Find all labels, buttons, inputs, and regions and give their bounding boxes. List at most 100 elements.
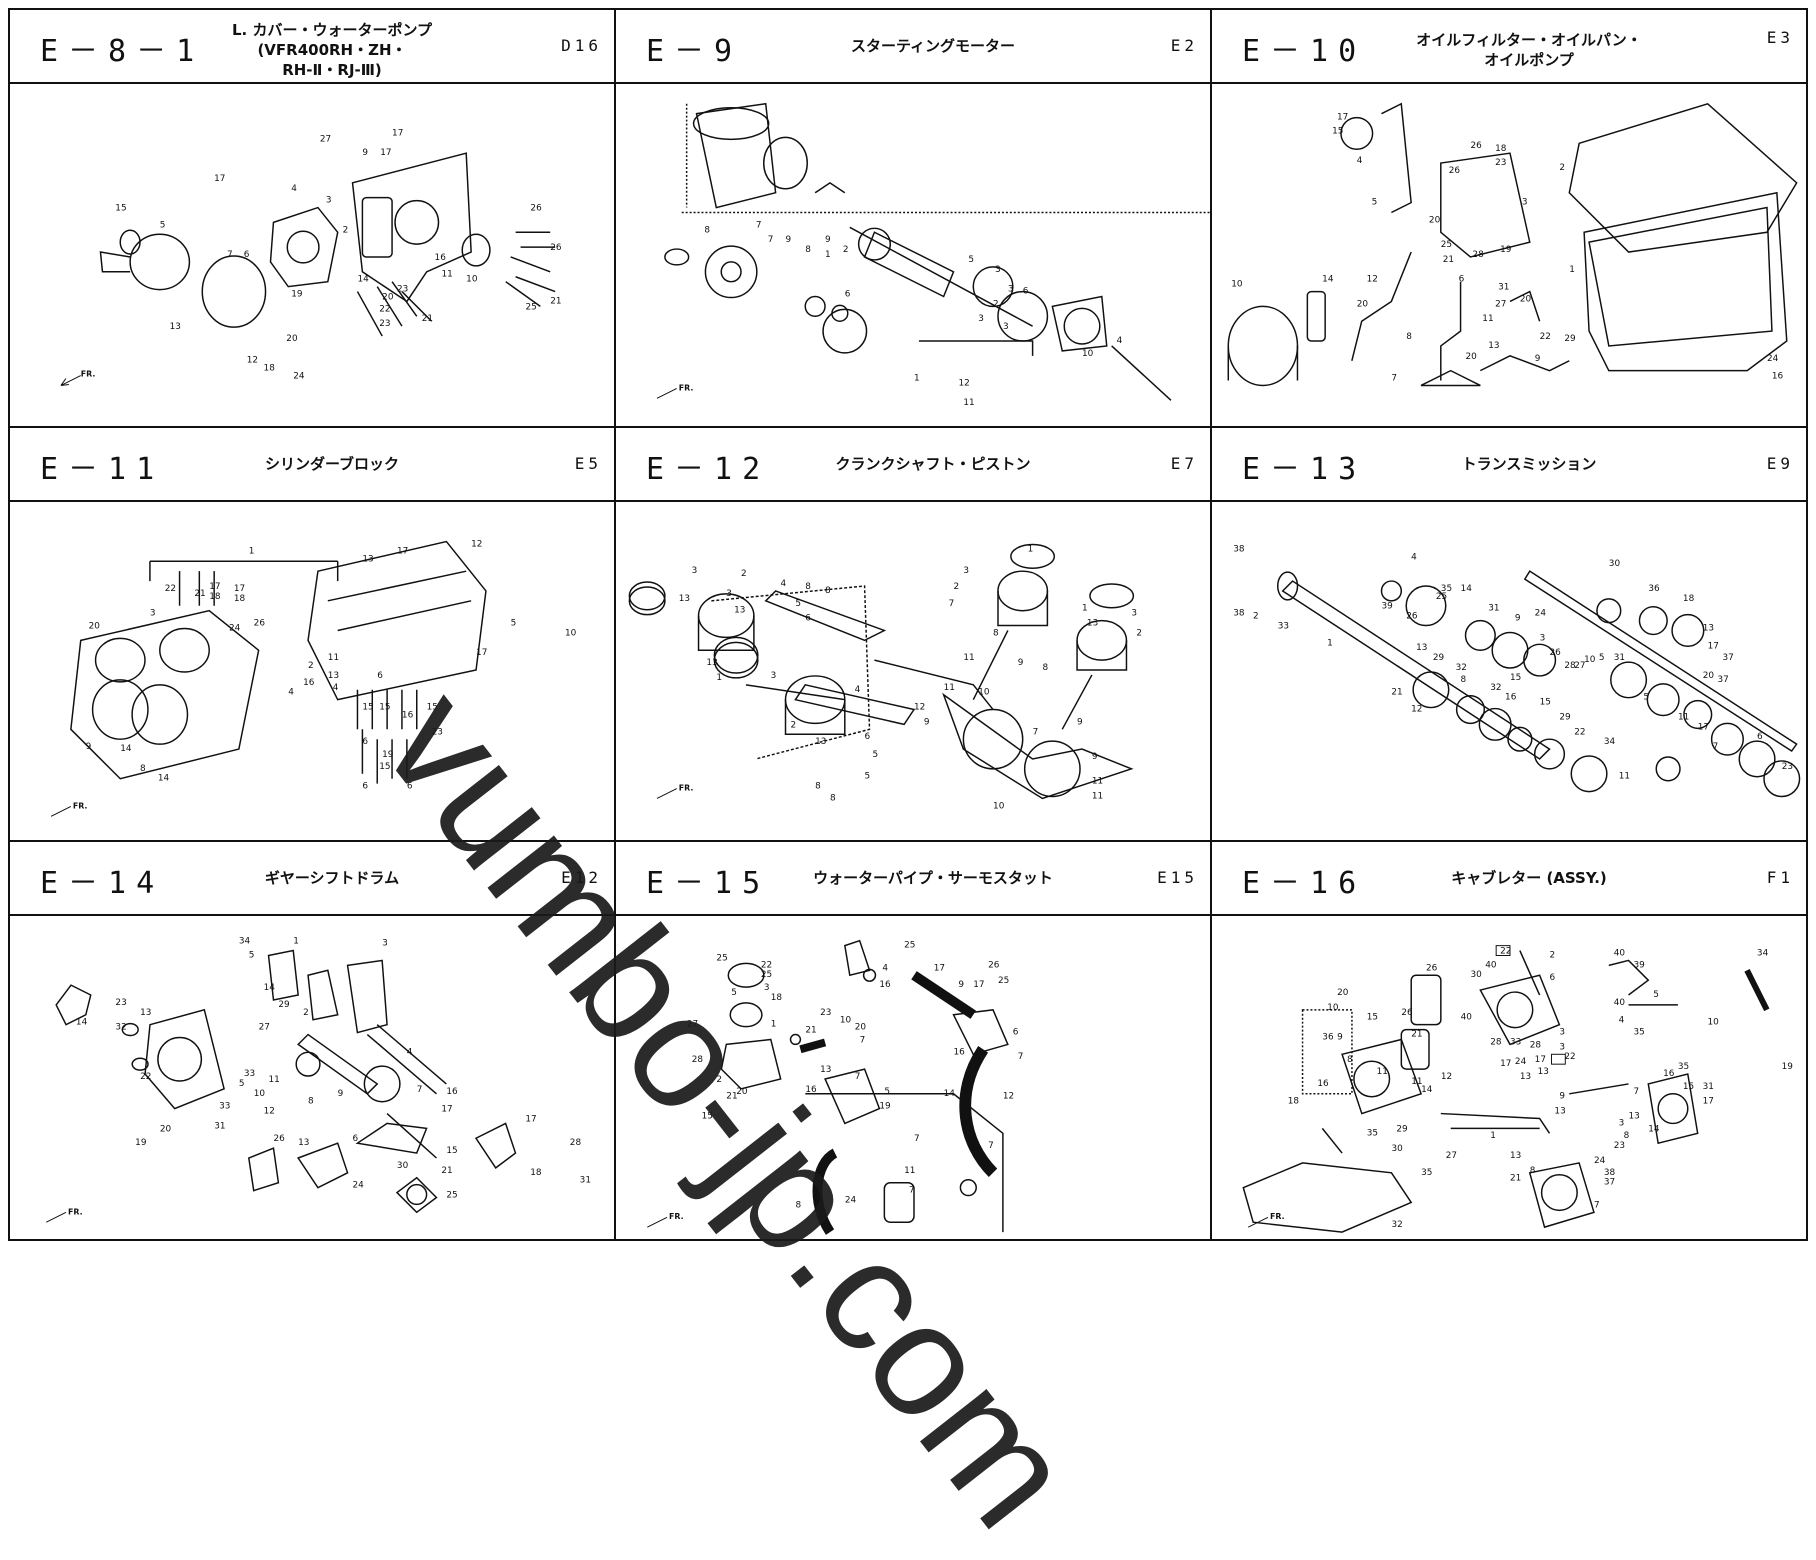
- svg-text:18: 18: [530, 1168, 542, 1178]
- svg-text:6: 6: [805, 614, 811, 624]
- svg-text:7: 7: [1033, 727, 1039, 737]
- panel-title: トランスミッション: [1362, 454, 1696, 474]
- svg-text:19: 19: [1782, 1062, 1794, 1072]
- svg-text:18: 18: [1495, 144, 1507, 154]
- svg-text:4: 4: [1357, 156, 1363, 166]
- svg-text:10: 10: [978, 688, 990, 698]
- page-ref: E5: [574, 454, 602, 473]
- panel-code: E－16: [1242, 866, 1367, 901]
- svg-text:17: 17: [209, 582, 220, 592]
- svg-text:21: 21: [805, 1026, 816, 1036]
- svg-text:22: 22: [761, 960, 772, 970]
- svg-text:9: 9: [825, 235, 831, 245]
- svg-text:11: 11: [1482, 314, 1493, 324]
- panel-e13[interactable]: E－13 トランスミッション E9: [1210, 426, 1808, 842]
- panel-header: E－12 クランクシャフト・ピストン E7: [616, 428, 1210, 502]
- svg-text:21: 21: [422, 314, 433, 324]
- svg-text:4: 4: [1619, 1016, 1625, 1026]
- panel-e11[interactable]: E－11 シリンダーブロック E5 1: [8, 426, 616, 842]
- svg-text:15: 15: [1540, 698, 1551, 708]
- panel-e9[interactable]: E－9 スターティングモーター E2: [614, 8, 1212, 428]
- svg-text:20: 20: [1466, 352, 1478, 362]
- svg-text:22: 22: [140, 1072, 151, 1082]
- svg-text:4: 4: [882, 963, 888, 973]
- svg-text:24: 24: [293, 372, 305, 382]
- svg-text:7: 7: [1633, 1087, 1639, 1097]
- title-line: シリンダーブロック: [264, 455, 400, 473]
- svg-text:25: 25: [526, 302, 537, 312]
- svg-text:3: 3: [1559, 1028, 1565, 1038]
- svg-text:32: 32: [1391, 1220, 1402, 1230]
- panel-header: E－11 シリンダーブロック E5: [10, 428, 614, 502]
- svg-text:20: 20: [89, 622, 101, 632]
- title-line: ウォーターパイプ・サーモスタット: [813, 869, 1053, 887]
- svg-text:13: 13: [1488, 341, 1499, 351]
- panel-e8-1[interactable]: E－8－1 L. カバー・ウォーターポンプ (VFR400RH・ZH・ RH-Ⅱ…: [8, 8, 616, 428]
- panel-e14[interactable]: E－14 ギヤーシフトドラム E12: [8, 840, 616, 1241]
- svg-text:21: 21: [550, 296, 561, 306]
- svg-text:31: 31: [1614, 653, 1625, 663]
- svg-text:32: 32: [115, 1023, 126, 1033]
- svg-text:4: 4: [781, 579, 787, 589]
- svg-text:21: 21: [441, 1166, 452, 1176]
- svg-text:23: 23: [820, 1008, 831, 1018]
- svg-text:3: 3: [1003, 322, 1009, 332]
- svg-text:16: 16: [402, 710, 414, 720]
- panel-e10[interactable]: E－10 オイルフィルター・オイルパン・ オイルポンプ E3: [1210, 8, 1808, 428]
- front-marker: FR.: [679, 383, 694, 392]
- svg-text:5: 5: [865, 772, 871, 782]
- panel-code: E－9: [646, 34, 743, 69]
- svg-text:27: 27: [1495, 299, 1506, 309]
- svg-text:1: 1: [1028, 544, 1034, 554]
- svg-text:11: 11: [1377, 1067, 1388, 1077]
- svg-text:8: 8: [1461, 675, 1467, 685]
- svg-text:8: 8: [308, 1097, 314, 1107]
- svg-text:15: 15: [379, 703, 390, 713]
- svg-text:20: 20: [286, 334, 298, 344]
- panel-e12[interactable]: E－12 クランクシャフト・ピストン E7: [614, 426, 1212, 842]
- svg-text:9: 9: [1018, 658, 1024, 668]
- svg-text:37: 37: [1604, 1178, 1615, 1188]
- svg-text:33: 33: [1278, 622, 1289, 632]
- svg-text:12: 12: [1441, 1072, 1452, 1082]
- svg-text:34: 34: [239, 937, 251, 947]
- svg-text:12: 12: [958, 378, 969, 388]
- title-line: クランクシャフト・ピストン: [835, 455, 1031, 473]
- svg-text:21: 21: [726, 1092, 737, 1102]
- svg-text:40: 40: [1485, 960, 1497, 970]
- svg-text:6: 6: [377, 671, 383, 681]
- svg-text:22: 22: [379, 304, 390, 314]
- svg-text:13: 13: [679, 594, 690, 604]
- svg-text:2: 2: [716, 1075, 722, 1085]
- svg-text:25: 25: [1441, 240, 1452, 250]
- svg-text:10: 10: [1327, 1003, 1339, 1013]
- panel-e16[interactable]: E－16 キャブレター (ASSY.) F1: [1210, 840, 1808, 1241]
- svg-text:12: 12: [247, 356, 258, 366]
- svg-text:2: 2: [843, 245, 849, 255]
- svg-text:2: 2: [343, 225, 349, 235]
- panel-header: E－15 ウォーターパイプ・サーモスタット E15: [616, 842, 1210, 916]
- svg-text:4: 4: [291, 184, 297, 194]
- panel-code: E－8－1: [40, 34, 205, 69]
- svg-text:13: 13: [734, 606, 745, 616]
- svg-text:36: 36: [1648, 584, 1660, 594]
- front-marker: FR.: [81, 370, 96, 379]
- svg-text:28: 28: [1564, 661, 1576, 671]
- svg-text:15: 15: [1367, 1013, 1378, 1023]
- svg-text:9: 9: [1077, 717, 1083, 727]
- svg-text:26: 26: [254, 619, 266, 629]
- svg-text:14: 14: [1648, 1124, 1660, 1134]
- svg-text:7: 7: [949, 599, 955, 609]
- svg-text:16: 16: [435, 253, 447, 263]
- svg-text:2: 2: [1559, 163, 1565, 173]
- svg-text:1: 1: [1327, 638, 1333, 648]
- svg-text:23: 23: [1495, 158, 1506, 168]
- svg-text:17: 17: [1500, 1059, 1511, 1069]
- svg-text:11: 11: [963, 653, 974, 663]
- panel-e15[interactable]: E－15 ウォーターパイプ・サーモスタット E15: [614, 840, 1212, 1241]
- front-marker: FR.: [68, 1207, 83, 1216]
